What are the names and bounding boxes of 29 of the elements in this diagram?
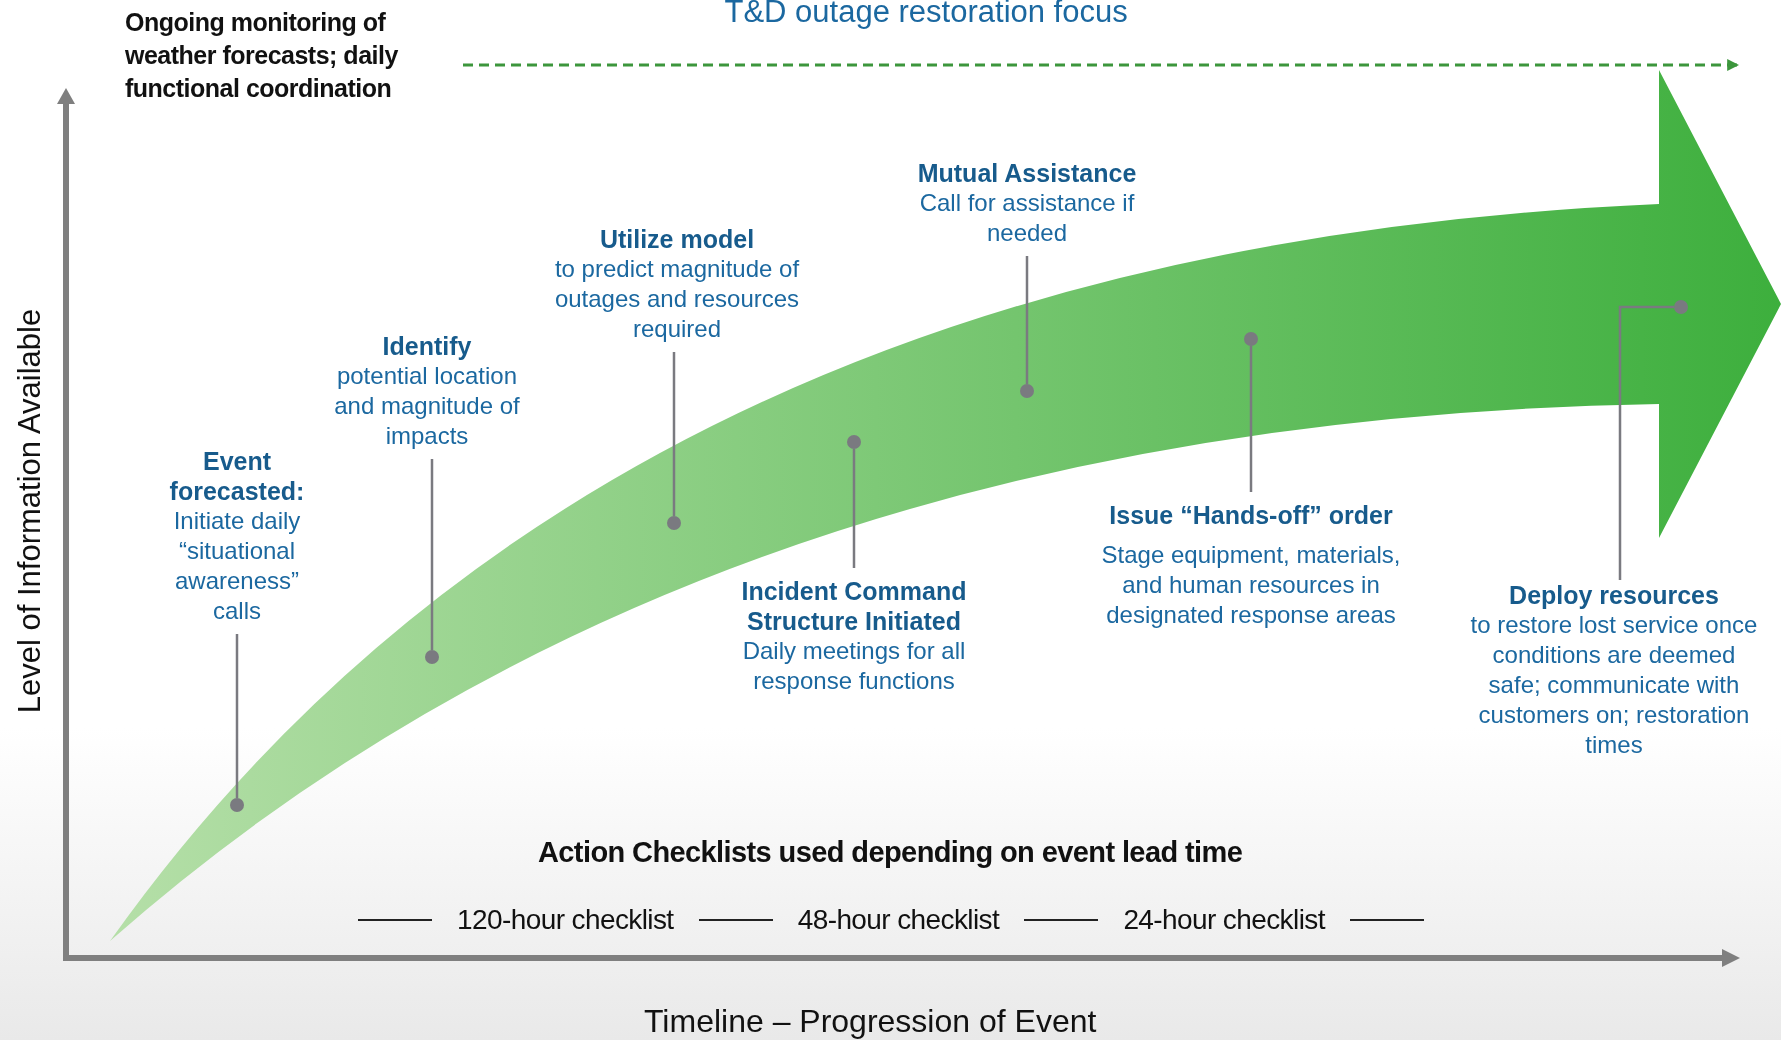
checklist-label: 48-hour checklist: [797, 904, 1000, 936]
note-text: Ongoing monitoring of weather forecasts; daily functional coordination: [125, 7, 399, 104]
checklist-label: 120-hour checklist: [457, 904, 674, 936]
milestone-heading: Identify: [381, 331, 473, 361]
leader-line: [1025, 256, 1029, 384]
checklist-label: 24-hour checklist: [1123, 904, 1325, 936]
milestone-description: Initiate daily “situational awareness” calls: [172, 506, 302, 626]
milestone-description: Daily meetings for all response functions: [741, 636, 967, 696]
milestone-heading: Utilize model: [598, 224, 756, 254]
milestone-description: Call for assistance if needed: [918, 188, 1136, 248]
milestone-description: Stage equipment, materials, and human resources in designated response areas: [1100, 540, 1402, 630]
leader-line: [1618, 305, 1674, 580]
milestone-description: to predict magnitude of outages and resources required: [553, 254, 801, 344]
axis-label: Timeline – Progression of Event: [644, 1003, 1097, 1040]
milestone-heading: Mutual Assistance: [916, 158, 1138, 188]
milestone-heading: Incident Command Structure Initiated: [740, 576, 968, 636]
leader-line: [1249, 346, 1253, 492]
milestone-description: potential location and magnitude of impacts: [333, 361, 521, 451]
milestone-heading: Deploy resources: [1508, 580, 1720, 610]
leader-line: [672, 352, 676, 516]
leader-line: [430, 459, 434, 650]
section-title: T&D outage restoration focus: [724, 0, 1128, 30]
dashed-arrow: [463, 59, 1740, 71]
milestone-heading: Issue “Hands-off” order: [1108, 500, 1394, 530]
axis-label: Level of Information Available: [12, 308, 49, 714]
milestone-description: to restore lost service once conditions are deemed safe; communicate with customers on; restoration times: [1469, 610, 1759, 760]
section-heading: Action Checklists used depending on event lead time: [538, 836, 1243, 869]
leader-line: [852, 449, 856, 568]
milestone-heading: Event forecasted:: [168, 446, 306, 506]
